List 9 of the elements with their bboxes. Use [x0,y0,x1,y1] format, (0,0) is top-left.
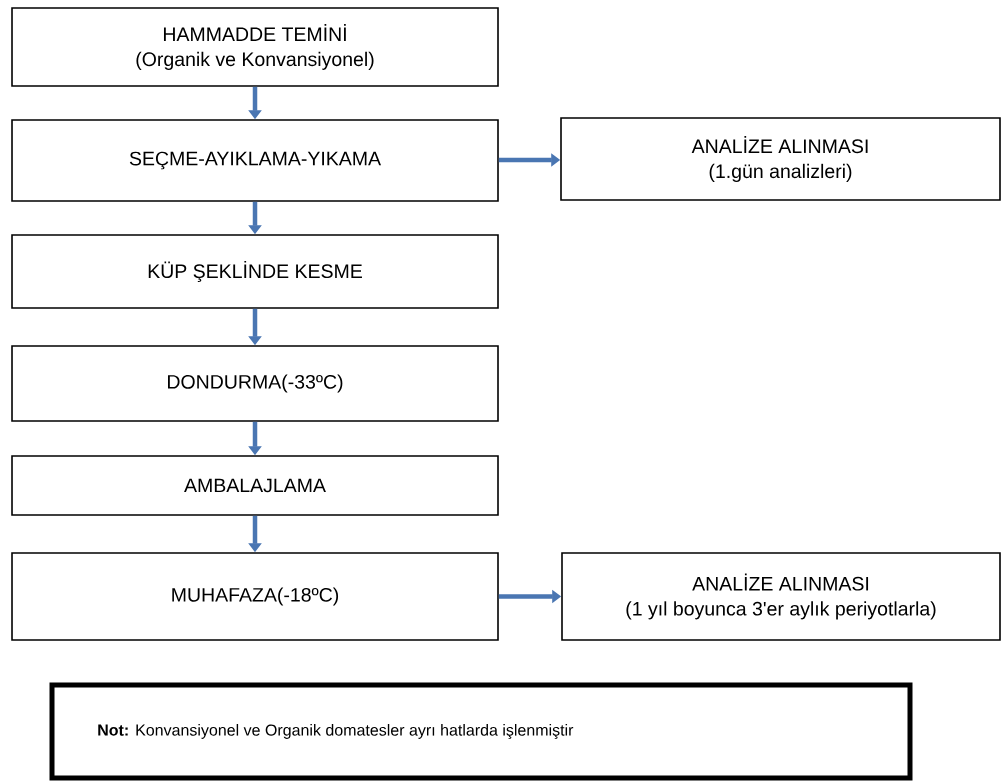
process-box: HAMMADDE TEMİNİ (Organik ve Konvansiyonel) [11,7,499,87]
process-box: DONDURMA(-33ºC) [11,345,499,422]
process-box: SEÇME-AYIKLAMA-YIKAMA [11,119,499,202]
process-box: KÜP ŞEKLİNDE KESME [11,234,499,309]
process-box: AMBALAJLAMA [11,455,499,516]
note-box: Not: Konvansiyonel ve Organik domatesler ayrı hatlarda işlenmiştir [49,682,913,781]
analysis-box: ANALİZE ALINMASI (1.gün analizleri) [560,117,1001,201]
analysis-box: ANALİZE ALINMASI (1 yıl boyunca 3'er aylık periyotlarla) [561,552,1001,641]
process-box: MUHAFAZA(-18ºC) [11,552,499,641]
